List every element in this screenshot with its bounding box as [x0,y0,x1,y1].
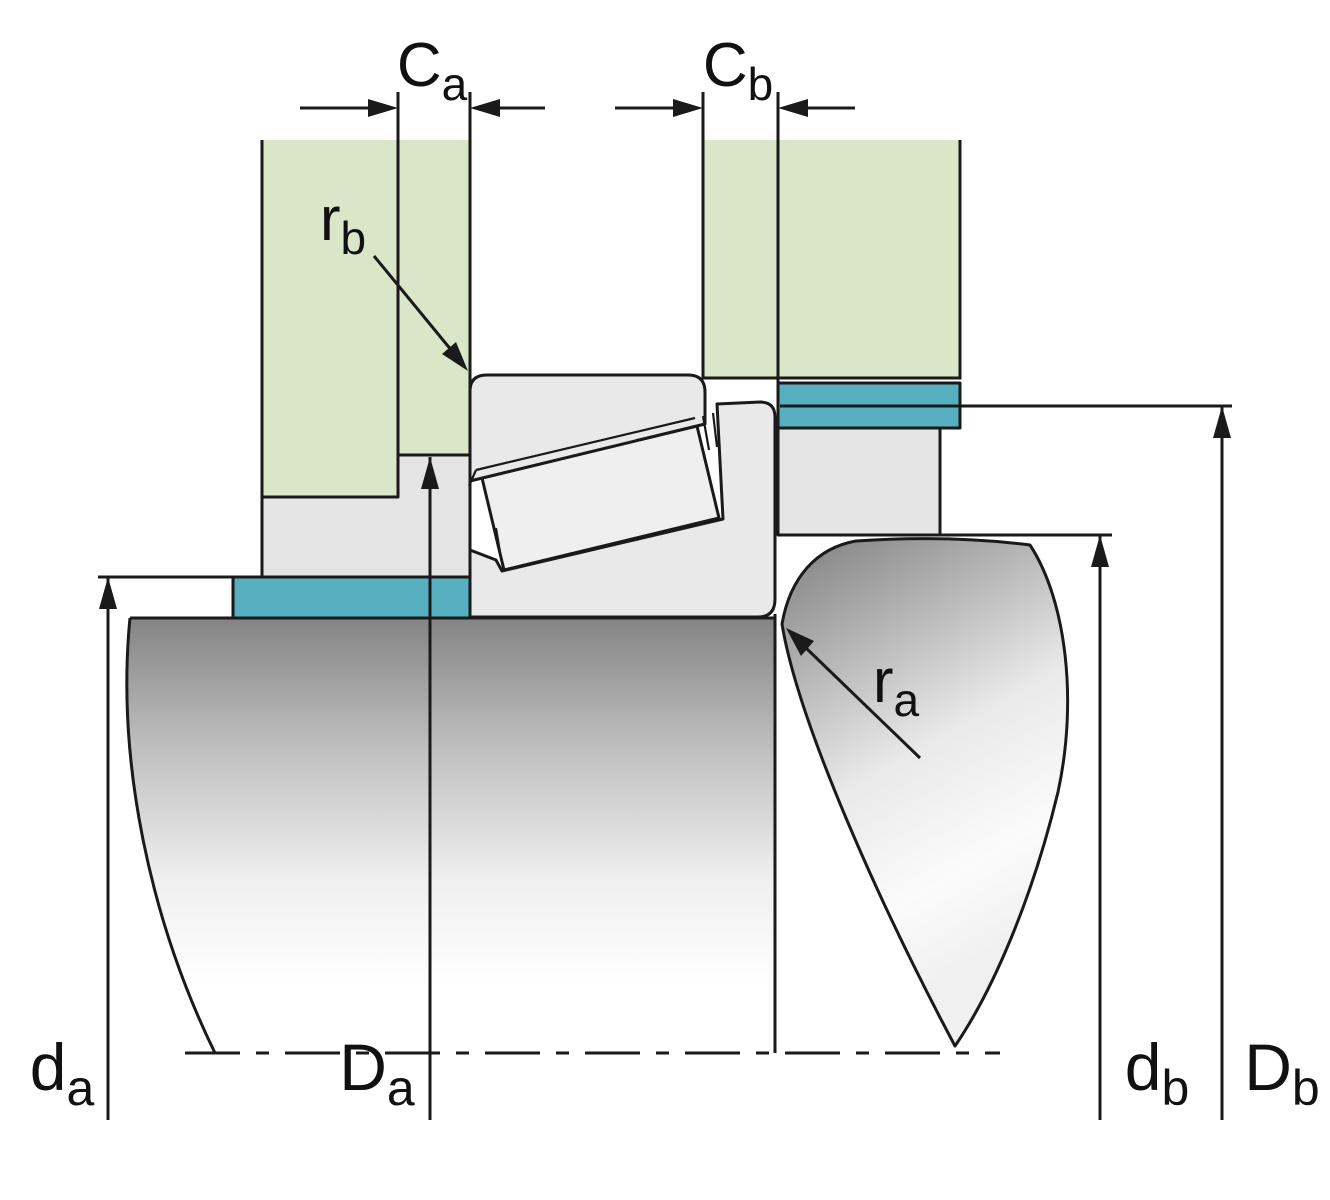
housing-right-outline [701,140,962,380]
label-da: da [30,1030,95,1116]
dimension-rb: rb [320,185,468,371]
arrowhead [1091,535,1109,567]
dimension-db-upper: Db [780,404,1320,1120]
bearing-inner-ring [468,400,777,619]
label-rb: rb [320,185,366,264]
leader-line [372,255,454,352]
cage-line-right-2 [711,412,719,448]
abutment-spacer-left [231,575,472,620]
housing-spacer-right [776,426,942,537]
leader-line [804,646,922,760]
housing-section-right [701,140,962,380]
shaft-shoulder-fillet [780,537,1070,1048]
arrowhead [470,99,500,117]
dimension-db: db [940,533,1190,1120]
label-ra: ra [873,647,920,726]
dimension-ra: ra [786,628,922,760]
shaft-fill [126,618,775,1053]
arrowhead [421,457,439,489]
shaft-section [125,614,777,1054]
cone-front-rib-line [494,527,503,559]
housing-section-left [260,140,472,499]
tapered-roller-bearing [467,373,777,619]
label-db-upper: Db [1244,1030,1319,1116]
cage-line-top [475,416,696,472]
arrowhead [786,628,814,656]
dimension-ca: Ca [300,31,545,455]
bearing-cage-lines [467,412,719,559]
label-da-upper: Da [339,1030,415,1116]
arrowhead [778,99,808,117]
label-ca: Ca [397,31,468,110]
arrowhead [99,577,117,609]
label-cb: Cb [703,31,773,110]
arrowhead [673,99,703,117]
label-db: db [1125,1030,1190,1116]
dimension-cb: Cb [615,31,855,383]
cage-line-left-hook [467,469,478,487]
bearing-outer-ring [468,373,707,483]
shaft-left-fillet-edge [125,617,217,1054]
dimension-da-upper: Da [339,457,439,1120]
arrowhead [442,342,468,371]
housing-left-fill [262,140,470,497]
dimension-da: da [30,575,233,1120]
arrowhead [1213,406,1231,438]
cage-line-right-1 [701,415,711,451]
housing-right-fill [703,140,960,378]
arrowhead [368,99,398,117]
